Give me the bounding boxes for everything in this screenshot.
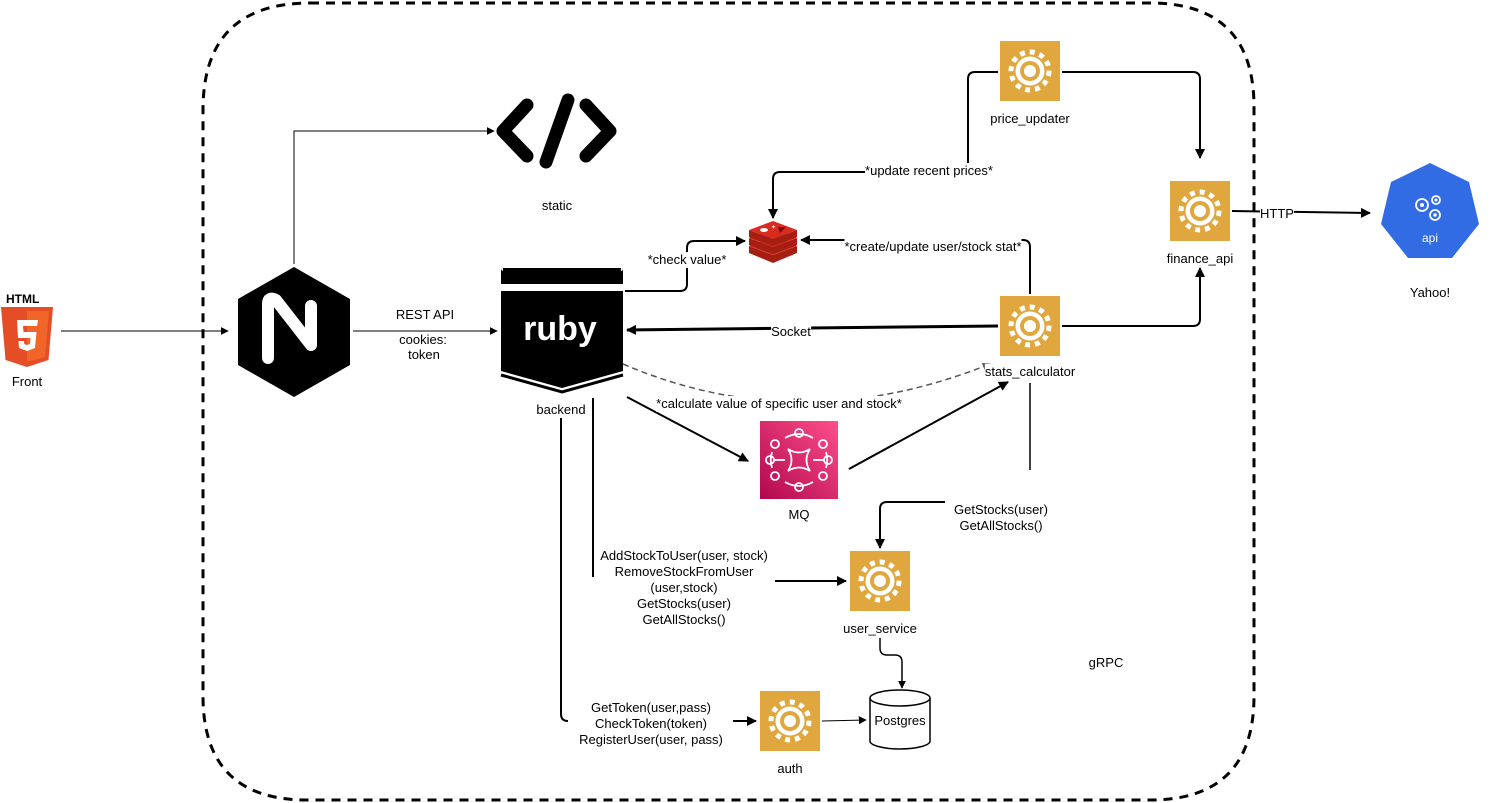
ruby-icon bbox=[500, 268, 624, 394]
rest-api-label: REST API bbox=[395, 307, 455, 322]
edge-price-updater-finance bbox=[1062, 71, 1205, 159]
finance-api-gear-icon bbox=[1170, 181, 1230, 241]
redis-icon: ✦ bbox=[749, 221, 797, 263]
cookies-label: cookies: bbox=[399, 332, 447, 347]
user-service-call-5: GetAllStocks() bbox=[642, 612, 726, 628]
kubernetes-api-icon bbox=[1381, 163, 1479, 258]
edge-finance-yahoo bbox=[1231, 207, 1371, 218]
edge-stats-backend-socket bbox=[626, 324, 999, 335]
user-service-gear-icon bbox=[850, 551, 910, 611]
user-service-label: user_service bbox=[843, 621, 917, 636]
token-label: token bbox=[408, 347, 440, 362]
mq-label: MQ bbox=[788, 507, 810, 522]
user-service-call-4: GetStocks(user) bbox=[637, 596, 731, 612]
edge-stats-redis bbox=[800, 235, 1031, 294]
update-recent-prices-label: *update recent prices* bbox=[865, 163, 993, 179]
static-label: static bbox=[541, 198, 573, 213]
edge-nginx-static bbox=[293, 127, 495, 264]
grpc-label: gRPC bbox=[1088, 655, 1124, 670]
code-brackets-icon bbox=[496, 93, 617, 169]
edge-stats-finance bbox=[1062, 267, 1205, 327]
auth-call-2: CheckToken(token) bbox=[595, 716, 707, 732]
stats-call-2: GetAllStocks() bbox=[959, 518, 1043, 534]
http-label: HTTP bbox=[1260, 206, 1294, 222]
auth-label: auth bbox=[777, 761, 803, 776]
svg-text:✦: ✦ bbox=[771, 224, 776, 231]
check-value-label: *check value* bbox=[647, 252, 727, 268]
socket-label: Socket bbox=[771, 324, 811, 340]
edge-stats-user-service-b bbox=[875, 501, 945, 549]
price-updater-label: price_updater bbox=[990, 111, 1070, 126]
edge-mq-stats bbox=[848, 381, 1009, 470]
edge-price-updater-redis bbox=[768, 71, 998, 219]
html5-logo-text: HTML bbox=[6, 292, 40, 306]
auth-gear-icon bbox=[760, 691, 820, 751]
edge-user-service-postgres bbox=[879, 638, 906, 689]
postgres-label: Postgres bbox=[874, 713, 926, 728]
database-cylinder-icon bbox=[869, 689, 931, 750]
nginx-icon bbox=[238, 267, 350, 397]
user-service-call-1: AddStockToUser(user, stock) bbox=[600, 548, 768, 564]
user-service-call-3: (user,stock) bbox=[650, 580, 718, 596]
auth-call-3: RegisterUser(user, pass) bbox=[579, 732, 723, 748]
auth-call-1: GetToken(user,pass) bbox=[591, 700, 711, 716]
calculate-value-label: *calculate value of specific user and st… bbox=[656, 396, 902, 412]
user-service-call-2: RemoveStockFromUser bbox=[614, 564, 754, 580]
backend-label: backend bbox=[536, 402, 586, 417]
stats-calculator-label: stats_calculator bbox=[984, 364, 1076, 380]
stats-calculator-gear-icon bbox=[1000, 296, 1060, 356]
edge-auth-postgres bbox=[821, 716, 867, 725]
front-label: Front bbox=[11, 374, 43, 389]
finance-api-label: finance_api bbox=[1166, 251, 1234, 266]
html5-icon bbox=[1, 307, 53, 367]
ruby-logo-text: ruby bbox=[523, 310, 597, 348]
edge-backend-mq bbox=[626, 396, 749, 462]
edge-backend-auth bbox=[560, 418, 569, 722]
stats-call-1: GetStocks(user) bbox=[954, 502, 1048, 518]
create-update-stat-label: *create/update user/stock stat* bbox=[844, 239, 1022, 255]
price-updater-gear-icon bbox=[1000, 41, 1060, 101]
yahoo-label: Yahoo! bbox=[1409, 285, 1451, 300]
api-badge-text: api bbox=[1421, 231, 1439, 245]
message-queue-icon bbox=[760, 421, 838, 499]
grpc-boundary bbox=[201, 1, 1256, 802]
